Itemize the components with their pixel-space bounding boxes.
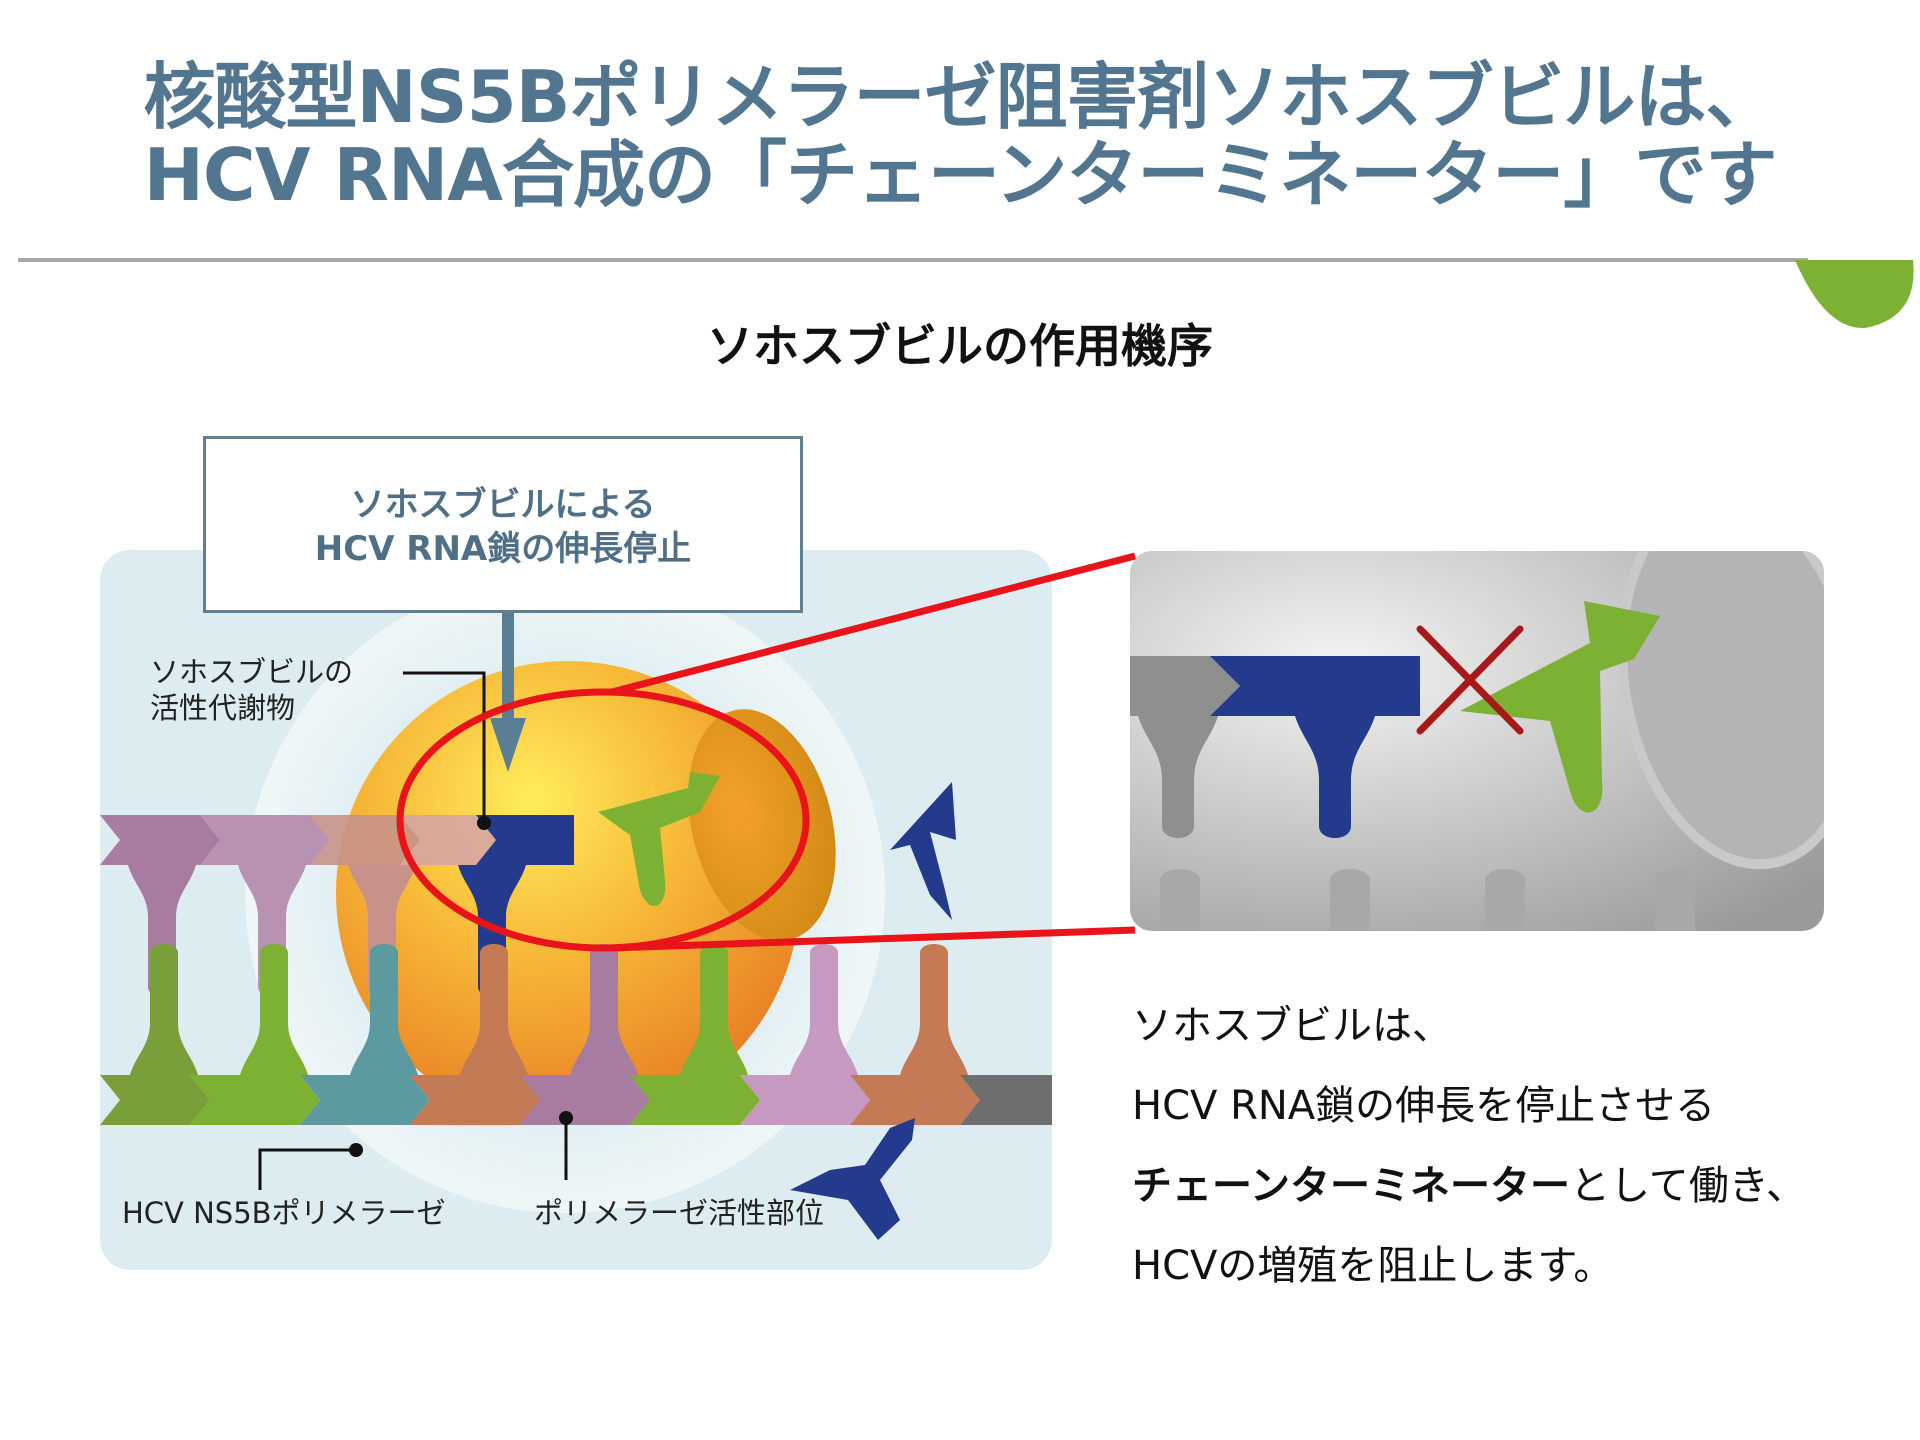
title-line-1: 核酸型NS5Bポリメラーゼ阻害剤ソホスブビルは、 [143, 55, 1777, 139]
free-sofosbuvir-2 [790, 1118, 915, 1240]
polymerase-leader [258, 1148, 356, 1190]
header-divider [18, 258, 1808, 262]
metabolite-leader [403, 671, 486, 825]
template-strand [100, 944, 1052, 1125]
blocked-nucleotide [598, 772, 720, 907]
inset-bottom-bases [1160, 869, 1695, 931]
callout-box: ソホスブビルによる HCV RNA鎖の伸長停止 [203, 436, 803, 613]
metabolite-label-line-1: ソホスブビルの [150, 655, 354, 689]
callout-line-1: ソホスブビルによる [350, 485, 656, 525]
zoom-line-top [611, 552, 1136, 696]
active-site-pocket [688, 709, 836, 941]
polymerase-ball [336, 661, 800, 1125]
mechanism-diagram [100, 550, 1052, 1270]
chain-terminator-term: チェーンターミネーター [1132, 1163, 1570, 1209]
polymerase-label: HCV NS5Bポリメラーゼ [122, 1196, 446, 1230]
block-x-icon [1416, 625, 1524, 735]
description-line-1: ソホスブビルは、 [1132, 1003, 1452, 1049]
metabolite-label-line-2: 活性代謝物 [150, 691, 296, 725]
page-title: 核酸型NS5Bポリメラーゼ阻害剤ソホスブビルは、 HCV RNA合成の「チェーン… [0, 58, 1920, 214]
free-sofosbuvir-1 [890, 782, 956, 920]
section-title: ソホスブビルの作用機序 [707, 319, 1213, 373]
description: ソホスブビルは、 HCV RNA鎖の伸長を停止させる チェーンターミネーターとし… [1132, 986, 1806, 1306]
leaf-icon [1795, 260, 1914, 329]
description-line-3: チェーンターミネーターとして働き、 [1132, 1146, 1806, 1226]
zoom-line-bottom [611, 926, 1136, 952]
highlight-ellipse [396, 688, 810, 952]
description-line-2: HCV RNA鎖の伸長を停止させる [1132, 1083, 1716, 1129]
description-line-4: HCVの増殖を阻止します。 [1132, 1243, 1614, 1289]
zoom-inset [1130, 551, 1824, 931]
active-site-label: ポリメラーゼ活性部位 [534, 1196, 825, 1230]
inset-green-nucleotide [1460, 601, 1660, 813]
inset-drug-head [1210, 656, 1420, 716]
description-line-3-rest: として働き、 [1570, 1163, 1806, 1209]
callout-line-2: HCV RNA鎖の伸長停止 [314, 529, 692, 569]
growing-rna-strand [100, 815, 496, 996]
callout-arrow-head [490, 718, 526, 772]
title-line-2: HCV RNA合成の「チェーンターミネーター」です [143, 133, 1778, 217]
metabolite-label: ソホスブビルの 活性代謝物 [150, 654, 353, 726]
inset-drug-stem [1295, 716, 1375, 838]
